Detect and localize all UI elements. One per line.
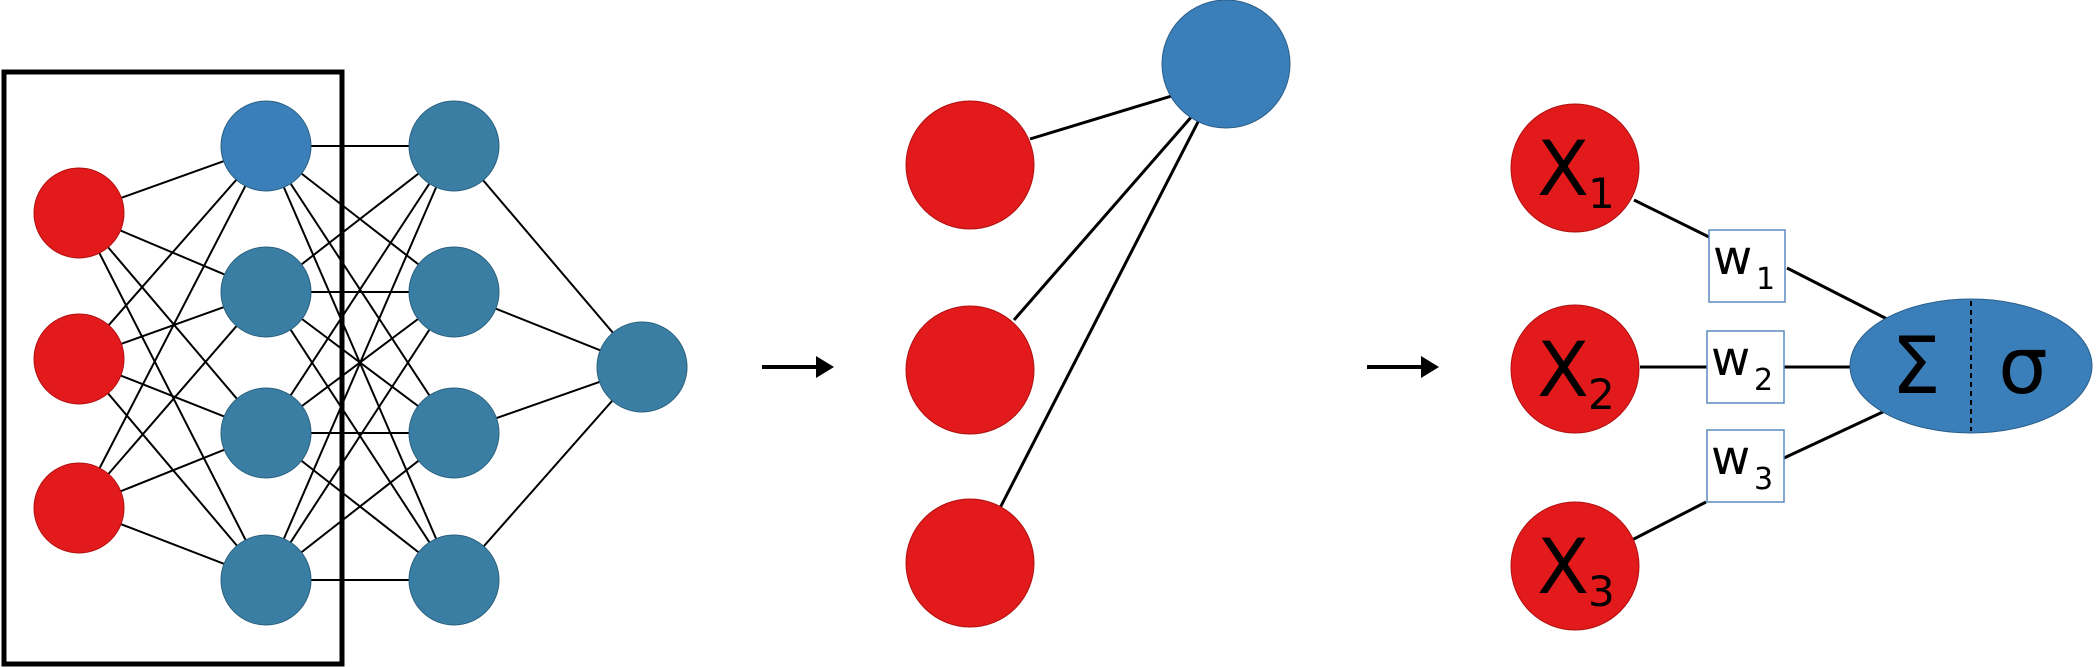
right-arrow-icon bbox=[1367, 356, 1439, 378]
input-node bbox=[905, 305, 1035, 435]
connection-line bbox=[453, 366, 643, 581]
weight-subscript: 2 bbox=[1754, 363, 1773, 398]
hidden-node bbox=[408, 246, 500, 338]
sum-activation-node: Σ σ bbox=[1849, 298, 2093, 434]
weight-label: w bbox=[1713, 230, 1752, 286]
connection-line bbox=[78, 145, 267, 509]
connection-line bbox=[265, 145, 455, 434]
activation-symbol: σ bbox=[1998, 322, 2047, 412]
network-connections bbox=[78, 145, 643, 581]
weight-subscript: 3 bbox=[1754, 462, 1773, 497]
connection-line bbox=[265, 145, 455, 581]
connection-line bbox=[265, 291, 455, 581]
highlight-box bbox=[1, 69, 345, 667]
hidden-node bbox=[220, 246, 312, 338]
single-neuron bbox=[905, 0, 1291, 628]
input-node-x2: X 2 bbox=[1510, 304, 1640, 434]
input-subscript: 1 bbox=[1588, 169, 1615, 218]
weight-label: w bbox=[1711, 430, 1750, 486]
input-node bbox=[905, 498, 1035, 628]
connection-line bbox=[453, 145, 643, 368]
input-subscript: 2 bbox=[1588, 370, 1615, 419]
connection-line bbox=[78, 145, 267, 360]
input-label: X bbox=[1537, 522, 1589, 611]
weight-box-w3: w 3 bbox=[1706, 429, 1785, 503]
input-node-x3: X 3 bbox=[1510, 501, 1640, 631]
input-node-x1: X 1 bbox=[1510, 103, 1640, 233]
perceptron: X 1 X 2 X 3 w 1 w 2 w 3 bbox=[1510, 103, 2093, 631]
connection-line bbox=[78, 291, 267, 509]
hidden-node bbox=[220, 387, 312, 479]
input-subscript: 3 bbox=[1588, 567, 1615, 616]
output-node bbox=[596, 321, 688, 413]
weight-label: w bbox=[1711, 331, 1750, 387]
weight-box-w2: w 2 bbox=[1706, 330, 1785, 404]
output-node bbox=[1161, 0, 1291, 129]
hidden-node bbox=[220, 100, 312, 192]
sum-symbol: Σ bbox=[1891, 322, 1940, 412]
input-node bbox=[33, 167, 125, 259]
input-node bbox=[33, 462, 125, 554]
input-node bbox=[33, 313, 125, 405]
input-node bbox=[905, 100, 1035, 230]
network-nodes bbox=[33, 100, 688, 626]
hidden-node bbox=[408, 387, 500, 479]
weight-box-w1: w 1 bbox=[1708, 229, 1786, 303]
weight-subscript: 1 bbox=[1756, 262, 1775, 297]
hidden-node bbox=[220, 534, 312, 626]
input-label: X bbox=[1537, 325, 1589, 414]
right-arrow-icon bbox=[762, 356, 834, 378]
hidden-node bbox=[408, 100, 500, 192]
input-label: X bbox=[1537, 124, 1589, 213]
connection-line bbox=[78, 212, 267, 434]
hidden-node bbox=[408, 534, 500, 626]
